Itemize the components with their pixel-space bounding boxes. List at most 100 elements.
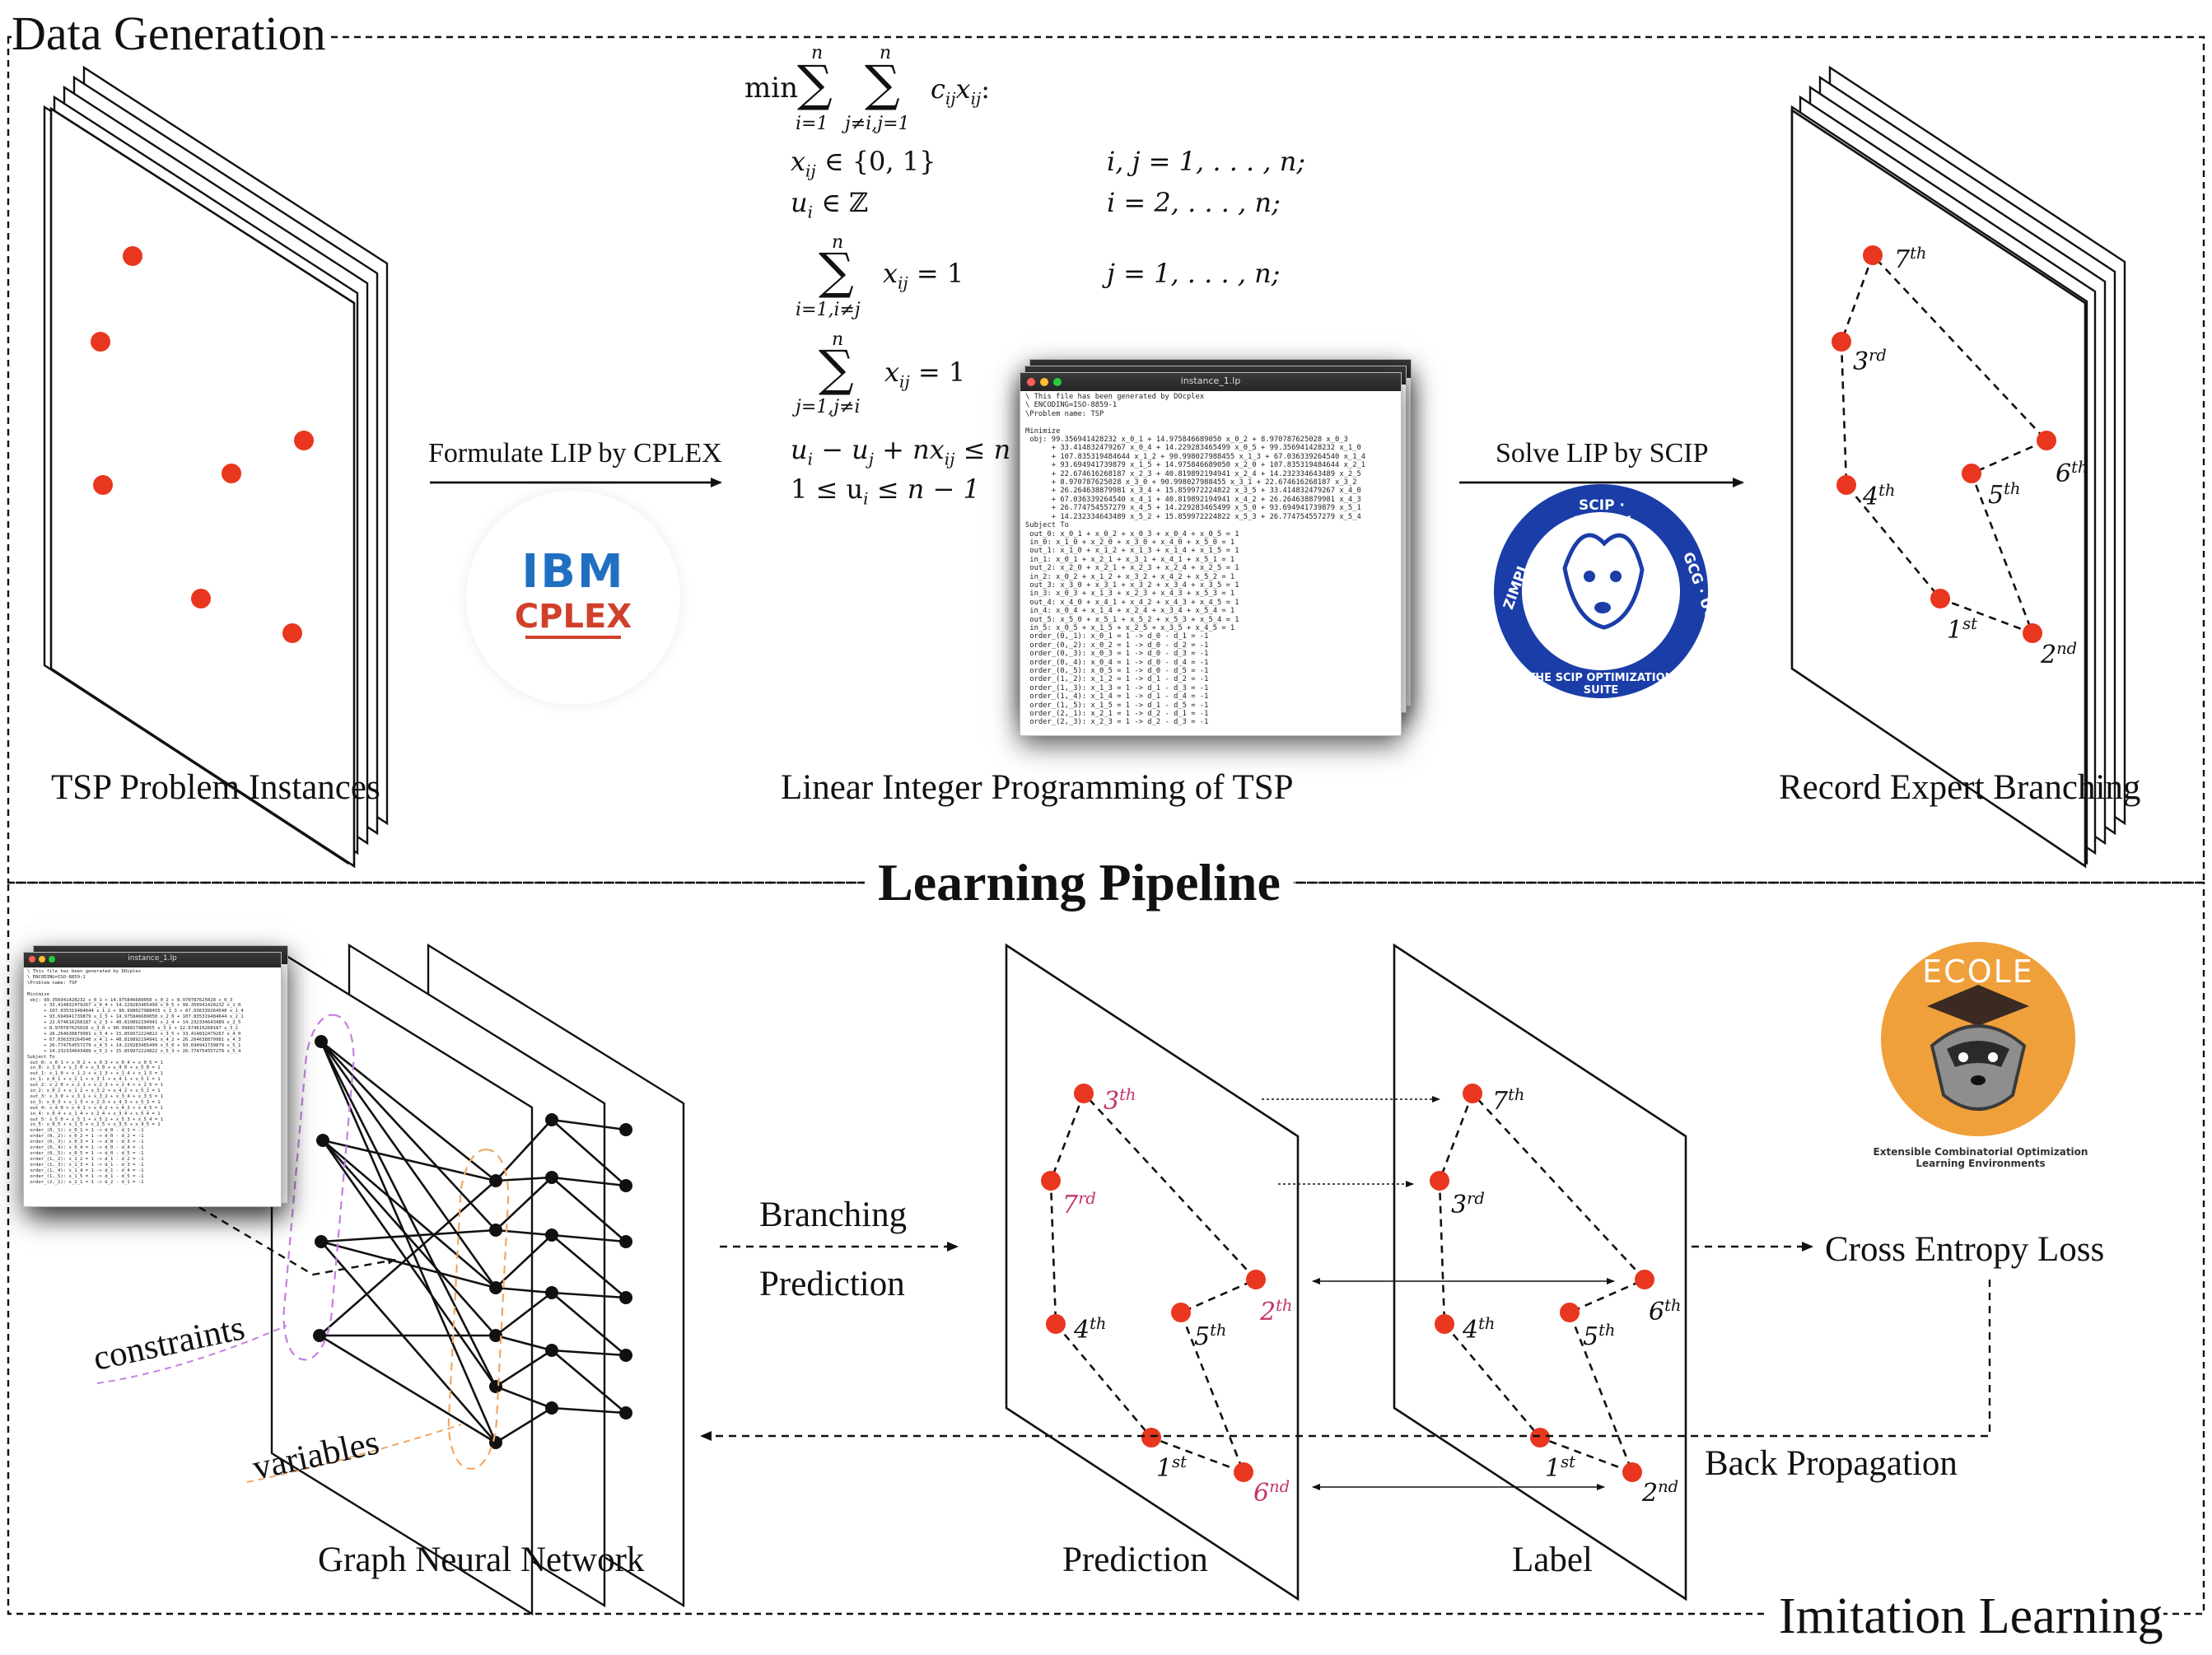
ordinal-number: 2: [1260, 1298, 1276, 1326]
formula-sum3-bottom: i=1,i≠j: [796, 300, 861, 320]
formula-bounds-row: 1 ≤ ui ≤ n − 1: [791, 473, 980, 509]
record-caption: Record Expert Branching: [1779, 768, 2141, 807]
gnn-edge: [495, 1176, 553, 1182]
gnn-node: [545, 1171, 558, 1184]
formula-sum4-eq: = 1: [917, 357, 966, 388]
gnn-node: [489, 1329, 502, 1342]
record-ordinal-label: 7th: [1894, 244, 1927, 274]
formula-sum3-range: j = 1, . . . , n;: [1107, 258, 1281, 289]
gnn-node: [619, 1123, 632, 1136]
gnn-node: [545, 1286, 558, 1299]
ordinal-suffix: th: [1119, 1085, 1136, 1104]
lp-file-window: instance_1.lp \ This file has been gener…: [1020, 372, 1402, 736]
gnn-edge: [322, 1140, 497, 1336]
cross-entropy-label: Cross Entropy Loss: [1825, 1230, 2105, 1269]
maximize-icon[interactable]: [1053, 378, 1062, 386]
prediction-ordinal-label: 1st: [1156, 1452, 1187, 1483]
lp-file-content: \ This file has been generated by DOcple…: [1025, 393, 1366, 727]
maximize-icon[interactable]: [49, 956, 55, 963]
gnn-edge: [551, 1292, 627, 1356]
data-generation-title: Data Generation: [12, 10, 331, 58]
ordinal-suffix: th: [1210, 1321, 1227, 1340]
cplex-underline: [525, 636, 621, 639]
lp-file-titlebar: instance_1.lp: [1020, 373, 1401, 391]
prediction-ordinal-label: 7rd: [1062, 1189, 1096, 1219]
ordinal-suffix: th: [1664, 1296, 1682, 1315]
gnn-edge: [321, 1140, 497, 1387]
record-ordinal-label: 1st: [1947, 614, 1977, 645]
close-icon[interactable]: [1027, 378, 1035, 386]
ecole-logo: [1881, 942, 2075, 1136]
label-ordinal-label: 3rd: [1451, 1189, 1485, 1219]
lp-file-small-titlebar: instance_1.lp: [24, 953, 281, 967]
label-ordinal-label: 6th: [1649, 1296, 1682, 1326]
lip-caption: Linear Integer Programming of TSP: [781, 768, 1294, 807]
gnn-edge: [495, 1406, 553, 1444]
gnn-node: [619, 1291, 632, 1304]
formula-sum4-top: n: [832, 329, 844, 350]
label-ordinal-label: 1st: [1545, 1452, 1575, 1483]
gnn-node: [545, 1401, 558, 1415]
formula-sum4: ∑: [819, 340, 854, 398]
ordinal-number: 3: [1104, 1087, 1120, 1116]
ordinal-number: 1: [1947, 616, 1963, 645]
lp-file-title: instance_1.lp: [1180, 375, 1241, 386]
gnn-edge: [320, 1041, 497, 1231]
ordinal-number: 4: [1863, 483, 1879, 511]
gnn-edge: [551, 1406, 627, 1415]
close-icon[interactable]: [29, 956, 35, 963]
prediction-sheet: [1005, 943, 1300, 1601]
gnn-nodes: [313, 1035, 632, 1449]
imitation-learning-title: Imitation Learning: [1769, 1591, 2163, 1642]
ordinal-suffix: th: [1910, 244, 1927, 263]
gnn-edge: [322, 1139, 497, 1182]
formula-sum3-body: xij = 1: [883, 258, 964, 293]
gnn-edge: [322, 1140, 497, 1289]
constraints-outline: [282, 1014, 355, 1361]
gnn-edge: [495, 1349, 553, 1388]
formula-x: x: [791, 146, 806, 177]
formula-sum3-eq: = 1: [916, 258, 964, 289]
minimize-icon[interactable]: [1040, 378, 1048, 386]
formula-sum3: ∑: [819, 243, 854, 301]
ordinal-number: 6: [2056, 459, 2072, 488]
ordinal-number: 5: [1988, 481, 2004, 510]
gnn-edge: [551, 1118, 627, 1131]
label-ordinal-label: 7th: [1492, 1085, 1525, 1116]
branching-label-2: Prediction: [759, 1265, 905, 1303]
formula-binary-row: xij ∈ {0, 1}: [791, 146, 936, 181]
back-prop-label: Back Propagation: [1705, 1444, 1958, 1483]
ordinal-number: 3: [1853, 347, 1869, 376]
ordinal-number: 7: [1062, 1191, 1079, 1219]
formula-objective: cijxij:: [931, 73, 990, 109]
formula-sum3-top: n: [832, 232, 844, 253]
variables-pointer: [246, 1424, 462, 1483]
ordinal-number: 5: [1194, 1322, 1211, 1351]
gnn-node: [489, 1380, 502, 1393]
gnn-node: [313, 1329, 326, 1342]
ordinal-suffix: th: [1478, 1314, 1496, 1333]
gnn-edge: [495, 1334, 553, 1352]
minimize-icon[interactable]: [39, 956, 45, 963]
gnn-edge: [551, 1177, 627, 1242]
gnn-edge: [551, 1176, 627, 1187]
formula-min: min: [744, 72, 799, 105]
prediction-ordinal-label: 6nd: [1253, 1477, 1290, 1508]
gnn-layers: [270, 943, 685, 1616]
gnn-edge: [495, 1177, 553, 1231]
cplex-logo: IBM CPLEX: [466, 491, 680, 705]
gnn-edge: [320, 1228, 497, 1243]
ordinal-suffix: nd: [1658, 1477, 1679, 1496]
scip-logo: [1494, 484, 1708, 698]
ordinal-number: 7: [1492, 1087, 1509, 1116]
formula-integer-range: i = 2, . . . , n;: [1107, 187, 1281, 218]
gnn-node: [619, 1349, 632, 1362]
tsp-front-sheet: [49, 106, 356, 869]
ordinal-suffix: st: [1561, 1452, 1575, 1471]
record-front-sheet: [1790, 108, 2087, 869]
ecole-wordmark: ECOLE: [1922, 953, 2034, 990]
gnn-edge: [495, 1385, 553, 1410]
ordinal-suffix: th: [1090, 1314, 1107, 1333]
ordinal-number: 5: [1583, 1322, 1599, 1351]
